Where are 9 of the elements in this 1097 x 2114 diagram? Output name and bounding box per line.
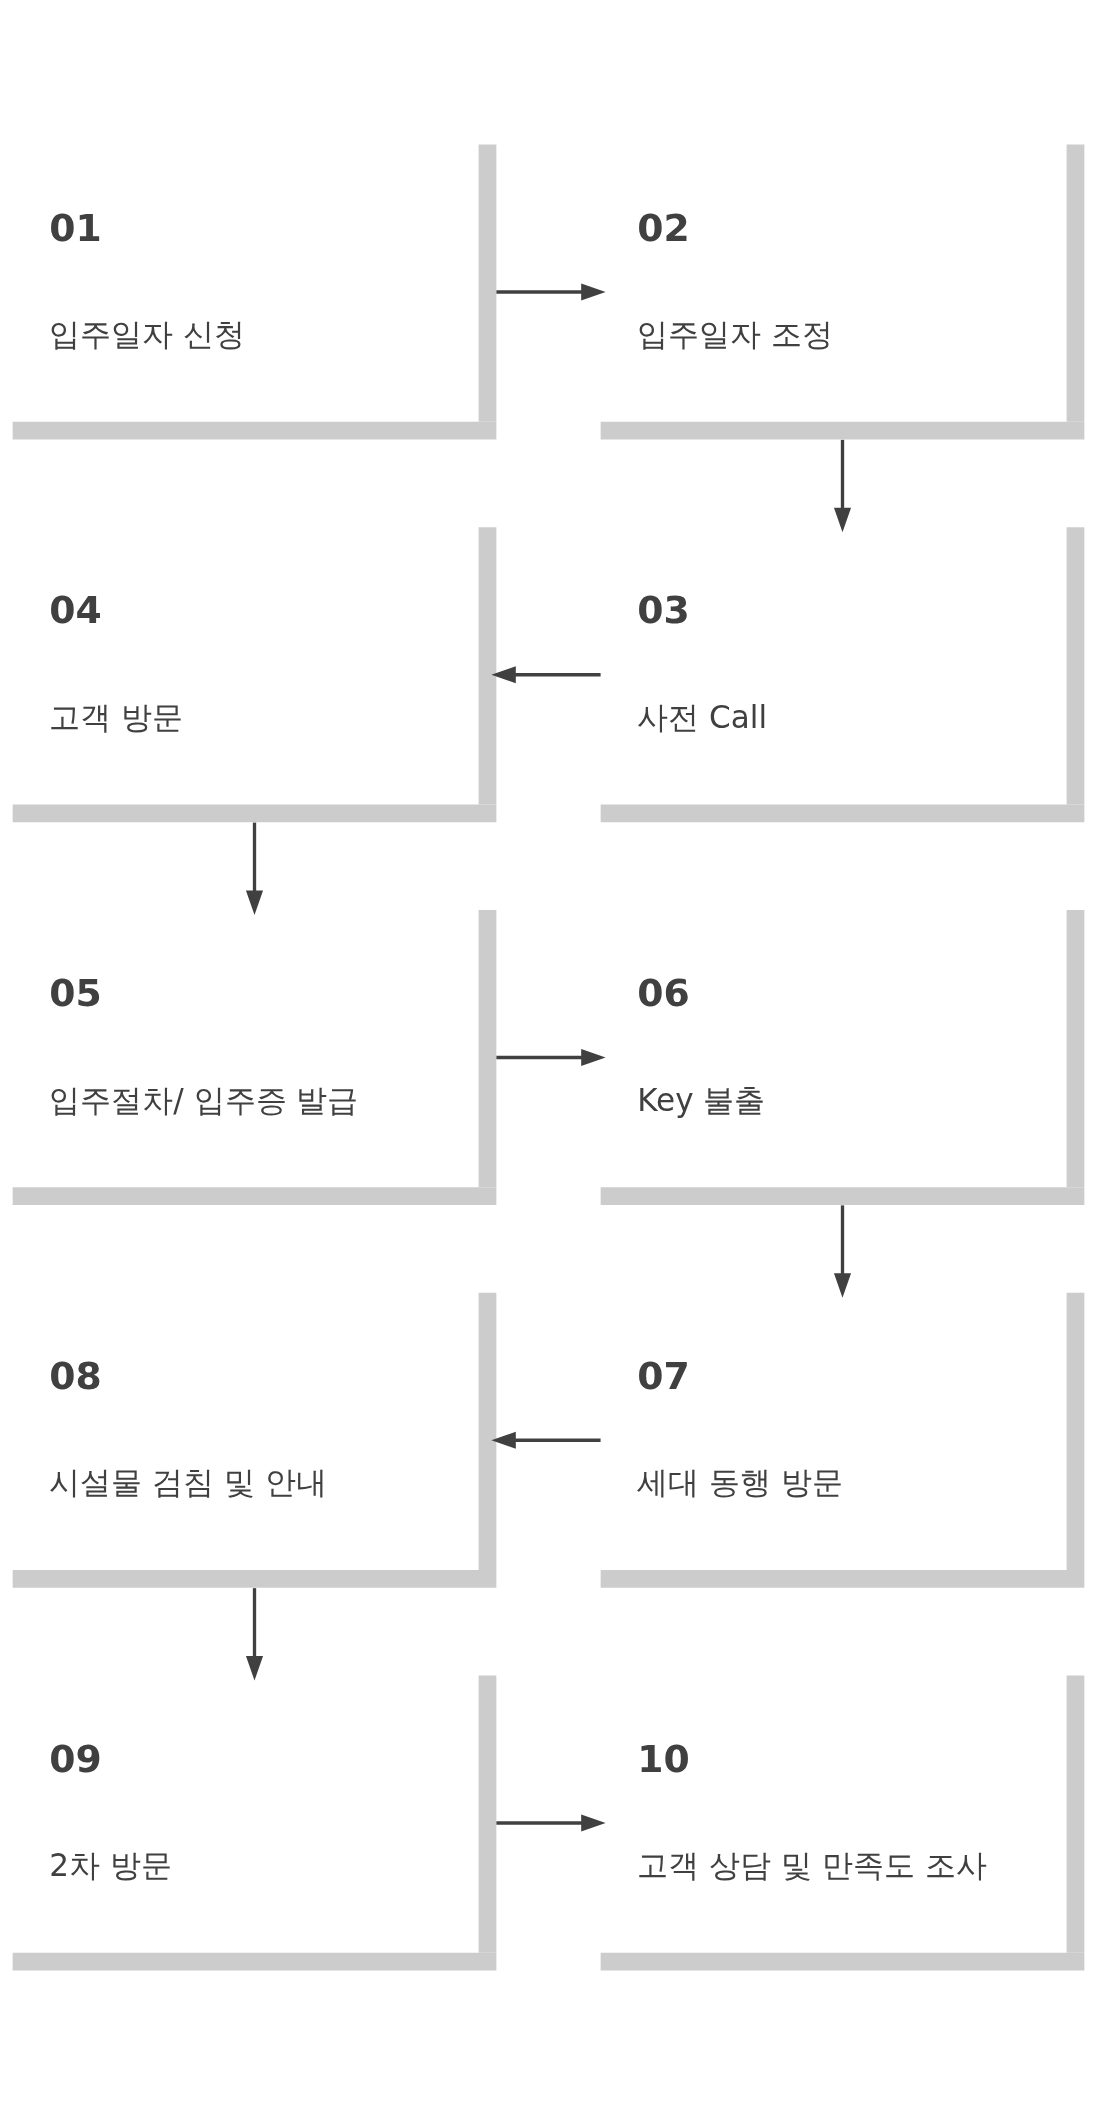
arrow [496, 1048, 606, 1066]
arrow [245, 822, 264, 915]
arrow [496, 282, 606, 301]
arrow [496, 1813, 606, 1832]
arrow [491, 1431, 601, 1449]
arrow [245, 1587, 264, 1680]
arrow [491, 665, 601, 683]
arrow [833, 1204, 852, 1298]
arrow [833, 439, 852, 532]
